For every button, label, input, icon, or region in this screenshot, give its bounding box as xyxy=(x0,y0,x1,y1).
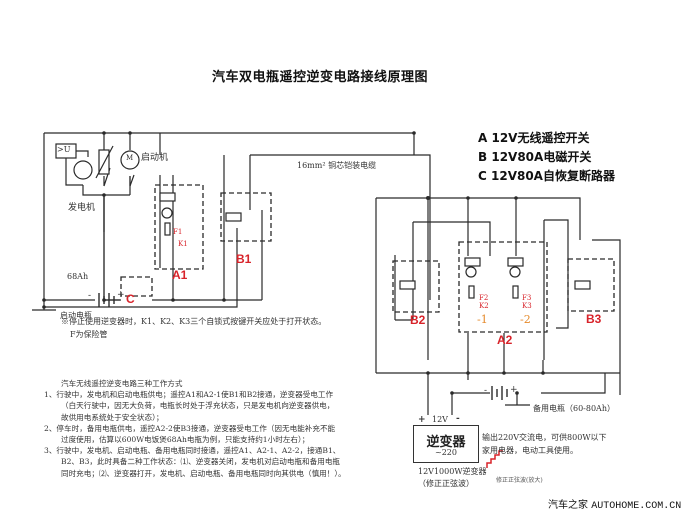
legend-text: 12V80A电磁开关 xyxy=(491,150,592,164)
mode-line: 3、行驶中，发电机、启动电瓶、备用电瓶同时接通，遥控A1、A2-1、A2-2，接… xyxy=(44,446,341,456)
legend-item-c: C 12V80A自恢复断路器 xyxy=(478,167,615,184)
switch-label-k1: K1 xyxy=(178,240,188,248)
a2-module-box xyxy=(458,241,548,333)
legend-text: 12V无线遥控开关 xyxy=(491,131,590,145)
modes-heading: 汽车无线遥控逆变电路三种工作方式 xyxy=(61,379,183,388)
starter-motor-label: 启动机 xyxy=(141,153,169,163)
inverter-output-note-2: 家用电器，电动工具使用。 xyxy=(482,446,578,455)
module-label-c: C xyxy=(126,292,135,306)
legend-item-b: B 12V80A电磁开关 xyxy=(478,148,591,165)
relay-coil-a1 xyxy=(159,192,176,202)
inverter-box: 逆变器 ~220 xyxy=(413,425,479,463)
receiver-a2-1-icon xyxy=(465,266,477,278)
watermark-cn: 汽车之家 xyxy=(548,500,588,511)
inverter-wave-type: （修正正弦波） xyxy=(418,479,474,488)
inverter-dc-label: 12V xyxy=(432,415,448,424)
starter-battery-capacity: 68Ah xyxy=(67,272,89,281)
mode-line: （白天行驶中，因无大负荷，电瓶长时处于浮充状态，只是发电机向逆变器供电， xyxy=(61,401,335,411)
cable-label: 16mm² 铜芯铠装电缆 xyxy=(297,161,377,170)
fuse-label-f3: F3 xyxy=(522,294,532,302)
legend-item-a: A 12V无线遥控开关 xyxy=(478,129,589,146)
backup-ground xyxy=(505,393,530,406)
starter-battery-label: 启动电瓶 xyxy=(60,311,92,320)
mode-line: B2、B3，此时具备二种工作状态：⑴、逆变器关闭，发电机对启动电瓶和备用电瓶 xyxy=(61,457,341,467)
switch-label-k2: K2 xyxy=(479,302,489,310)
operating-modes: 汽车无线遥控逆变电路三种工作方式 1、行驶中，发电机和启动电瓶供电；遥控A1和A… xyxy=(44,378,346,479)
right-top-bus xyxy=(375,197,581,373)
battery-plus: + xyxy=(117,290,125,300)
module-label-a2: A2 xyxy=(497,333,513,347)
module-label-b2: B2 xyxy=(410,313,426,327)
inverter-plus: + xyxy=(418,415,426,425)
inverter-minus: - xyxy=(456,414,460,424)
a2-channel-2-label: -2 xyxy=(520,313,531,326)
relay-coil-b2 xyxy=(399,280,416,290)
relay-coil-b3 xyxy=(574,280,591,290)
b3-module-box xyxy=(567,258,615,312)
mode-line: 同时充电；⑵、逆变器打开，发电机、启动电瓶、备用电瓶同时向其供电（慎用！）。 xyxy=(61,468,346,478)
switch-label-k3: K3 xyxy=(522,302,532,310)
relay-coil-a2-2 xyxy=(507,257,524,267)
receiver-a2-2-icon xyxy=(509,266,521,278)
legend-key: C xyxy=(478,169,487,183)
fuse-label-f1: F1 xyxy=(173,228,183,236)
inverter-ac-label: ~220 xyxy=(435,448,457,457)
fuse-f1-icon xyxy=(164,222,171,236)
regulator-symbol: >U xyxy=(57,145,71,154)
modified-sine-wave-icon xyxy=(486,450,503,468)
relay-coil-a2-1 xyxy=(464,257,481,267)
wires xyxy=(32,132,621,415)
a1-module-box xyxy=(154,184,204,270)
module-label-b3: B3 xyxy=(586,312,602,326)
watermark-en: AUTOHOME.COM.CN xyxy=(591,501,682,512)
b1-return xyxy=(44,228,238,308)
fuse-label-f2: F2 xyxy=(479,294,489,302)
fuse-f3-icon xyxy=(512,285,519,299)
receiver-a1-icon xyxy=(161,207,173,219)
warning-note: ※停止使用逆变器时，K1、K2、K3三个自锁式按键开关应处于打开状态。 xyxy=(61,317,327,326)
legend-key: A xyxy=(478,131,488,145)
legend-text: 12V80A自恢复断路器 xyxy=(491,169,615,183)
battery-minus: - xyxy=(88,291,92,301)
legend-key: B xyxy=(478,150,488,164)
starter-motor-icon xyxy=(120,150,140,170)
b1-module-box xyxy=(220,192,272,242)
module-label-a1: A1 xyxy=(172,268,188,282)
b2-module-box xyxy=(392,260,440,313)
backup-battery-icon xyxy=(491,386,508,400)
generator-icon xyxy=(73,160,93,180)
mode-line: 2、停车时，备用电瓶供电，遥控A2-2使B3接通，逆变器受电工作（因无电能补充不… xyxy=(44,423,336,433)
fuse-f2-icon xyxy=(468,285,475,299)
inverter-name: 逆变器 xyxy=(426,435,466,450)
backup-battery-plus: + xyxy=(510,385,518,395)
backup-battery-label: 备用电瓶（60-80Ah） xyxy=(533,404,615,413)
backup-battery-minus: - xyxy=(484,386,488,396)
inverter-output-note-1: 输出220V交流电，可供800W以下 xyxy=(482,433,607,442)
junctions xyxy=(42,131,545,395)
fuse-note: F为保险管 xyxy=(70,330,108,339)
wave-caption: 修正正弦波(放大) xyxy=(496,477,543,484)
inverter-model: 12V1000W逆变器 xyxy=(418,467,487,476)
watermark: 汽车之家 AUTOHOME.COM.CN xyxy=(548,496,681,512)
mode-line: 故供用电系统处于安全状态）； xyxy=(61,412,164,422)
a2-channel-1-label: -1 xyxy=(477,313,488,326)
page-title: 汽车双电瓶遥控逆变电路接线原理图 xyxy=(211,70,428,85)
c-breaker-box xyxy=(120,276,153,297)
starter-battery-icon xyxy=(98,293,115,307)
mode-line: 过度使用，估算以600W电饭煲68Ah电瓶为例，只能支持约1小时左右）； xyxy=(61,435,310,445)
generator-label: 发电机 xyxy=(68,203,96,213)
motor-symbol: M xyxy=(126,154,134,162)
mode-line: 1、行驶中，发电机和启动电瓶供电；遥控A1和A2-1使B1和B2接通，逆变器受电… xyxy=(44,390,334,400)
backup-battery-wire xyxy=(452,373,606,394)
relay-coil-b1 xyxy=(225,212,242,222)
module-label-b1: B1 xyxy=(236,252,252,266)
